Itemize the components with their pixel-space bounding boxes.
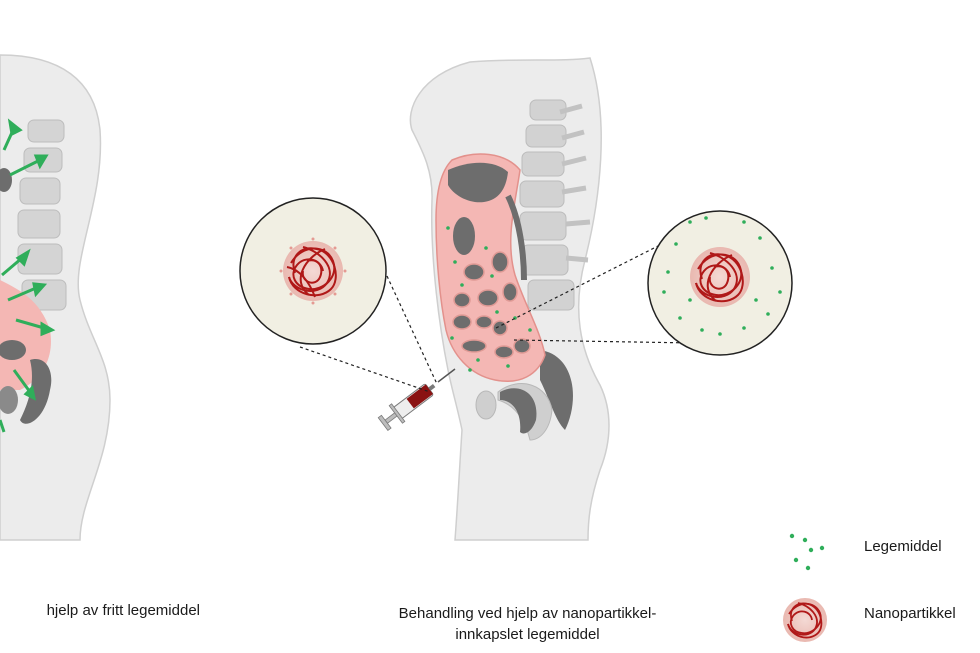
right-spine	[519, 99, 591, 311]
drug-dots-zoom	[662, 216, 782, 336]
caption-line-1: Behandling ved hjelp av nanopartikkel-	[398, 605, 657, 622]
legend-nanoparticle-label: Nanopartikkel	[864, 605, 956, 622]
caption-nanoparticle-drug: Behandling ved hjelp av nanopartikkel- i…	[355, 603, 700, 645]
caption-free-drug: hjelp av fritt legemiddel	[46, 602, 200, 619]
nanoparticle-icon	[690, 247, 750, 307]
nanoparticle-icon	[279, 237, 347, 305]
legend-nanoparticle-icon	[783, 598, 827, 642]
drug-dots-abdomen	[446, 226, 532, 372]
free-drug-arrows	[0, 118, 56, 433]
intestines	[452, 194, 531, 359]
zoom-lines	[299, 244, 695, 393]
zoom-circle-injection	[239, 197, 387, 345]
left-body-figure	[0, 54, 111, 541]
legend-drug-label: Legemiddel	[864, 538, 942, 555]
zoom-circle-abdomen	[647, 210, 793, 356]
right-body-figure	[409, 57, 610, 541]
syringe-icon	[377, 368, 456, 432]
legend-drug-icon	[789, 533, 825, 571]
caption-line-2: innkapslet legemiddel	[455, 626, 600, 643]
